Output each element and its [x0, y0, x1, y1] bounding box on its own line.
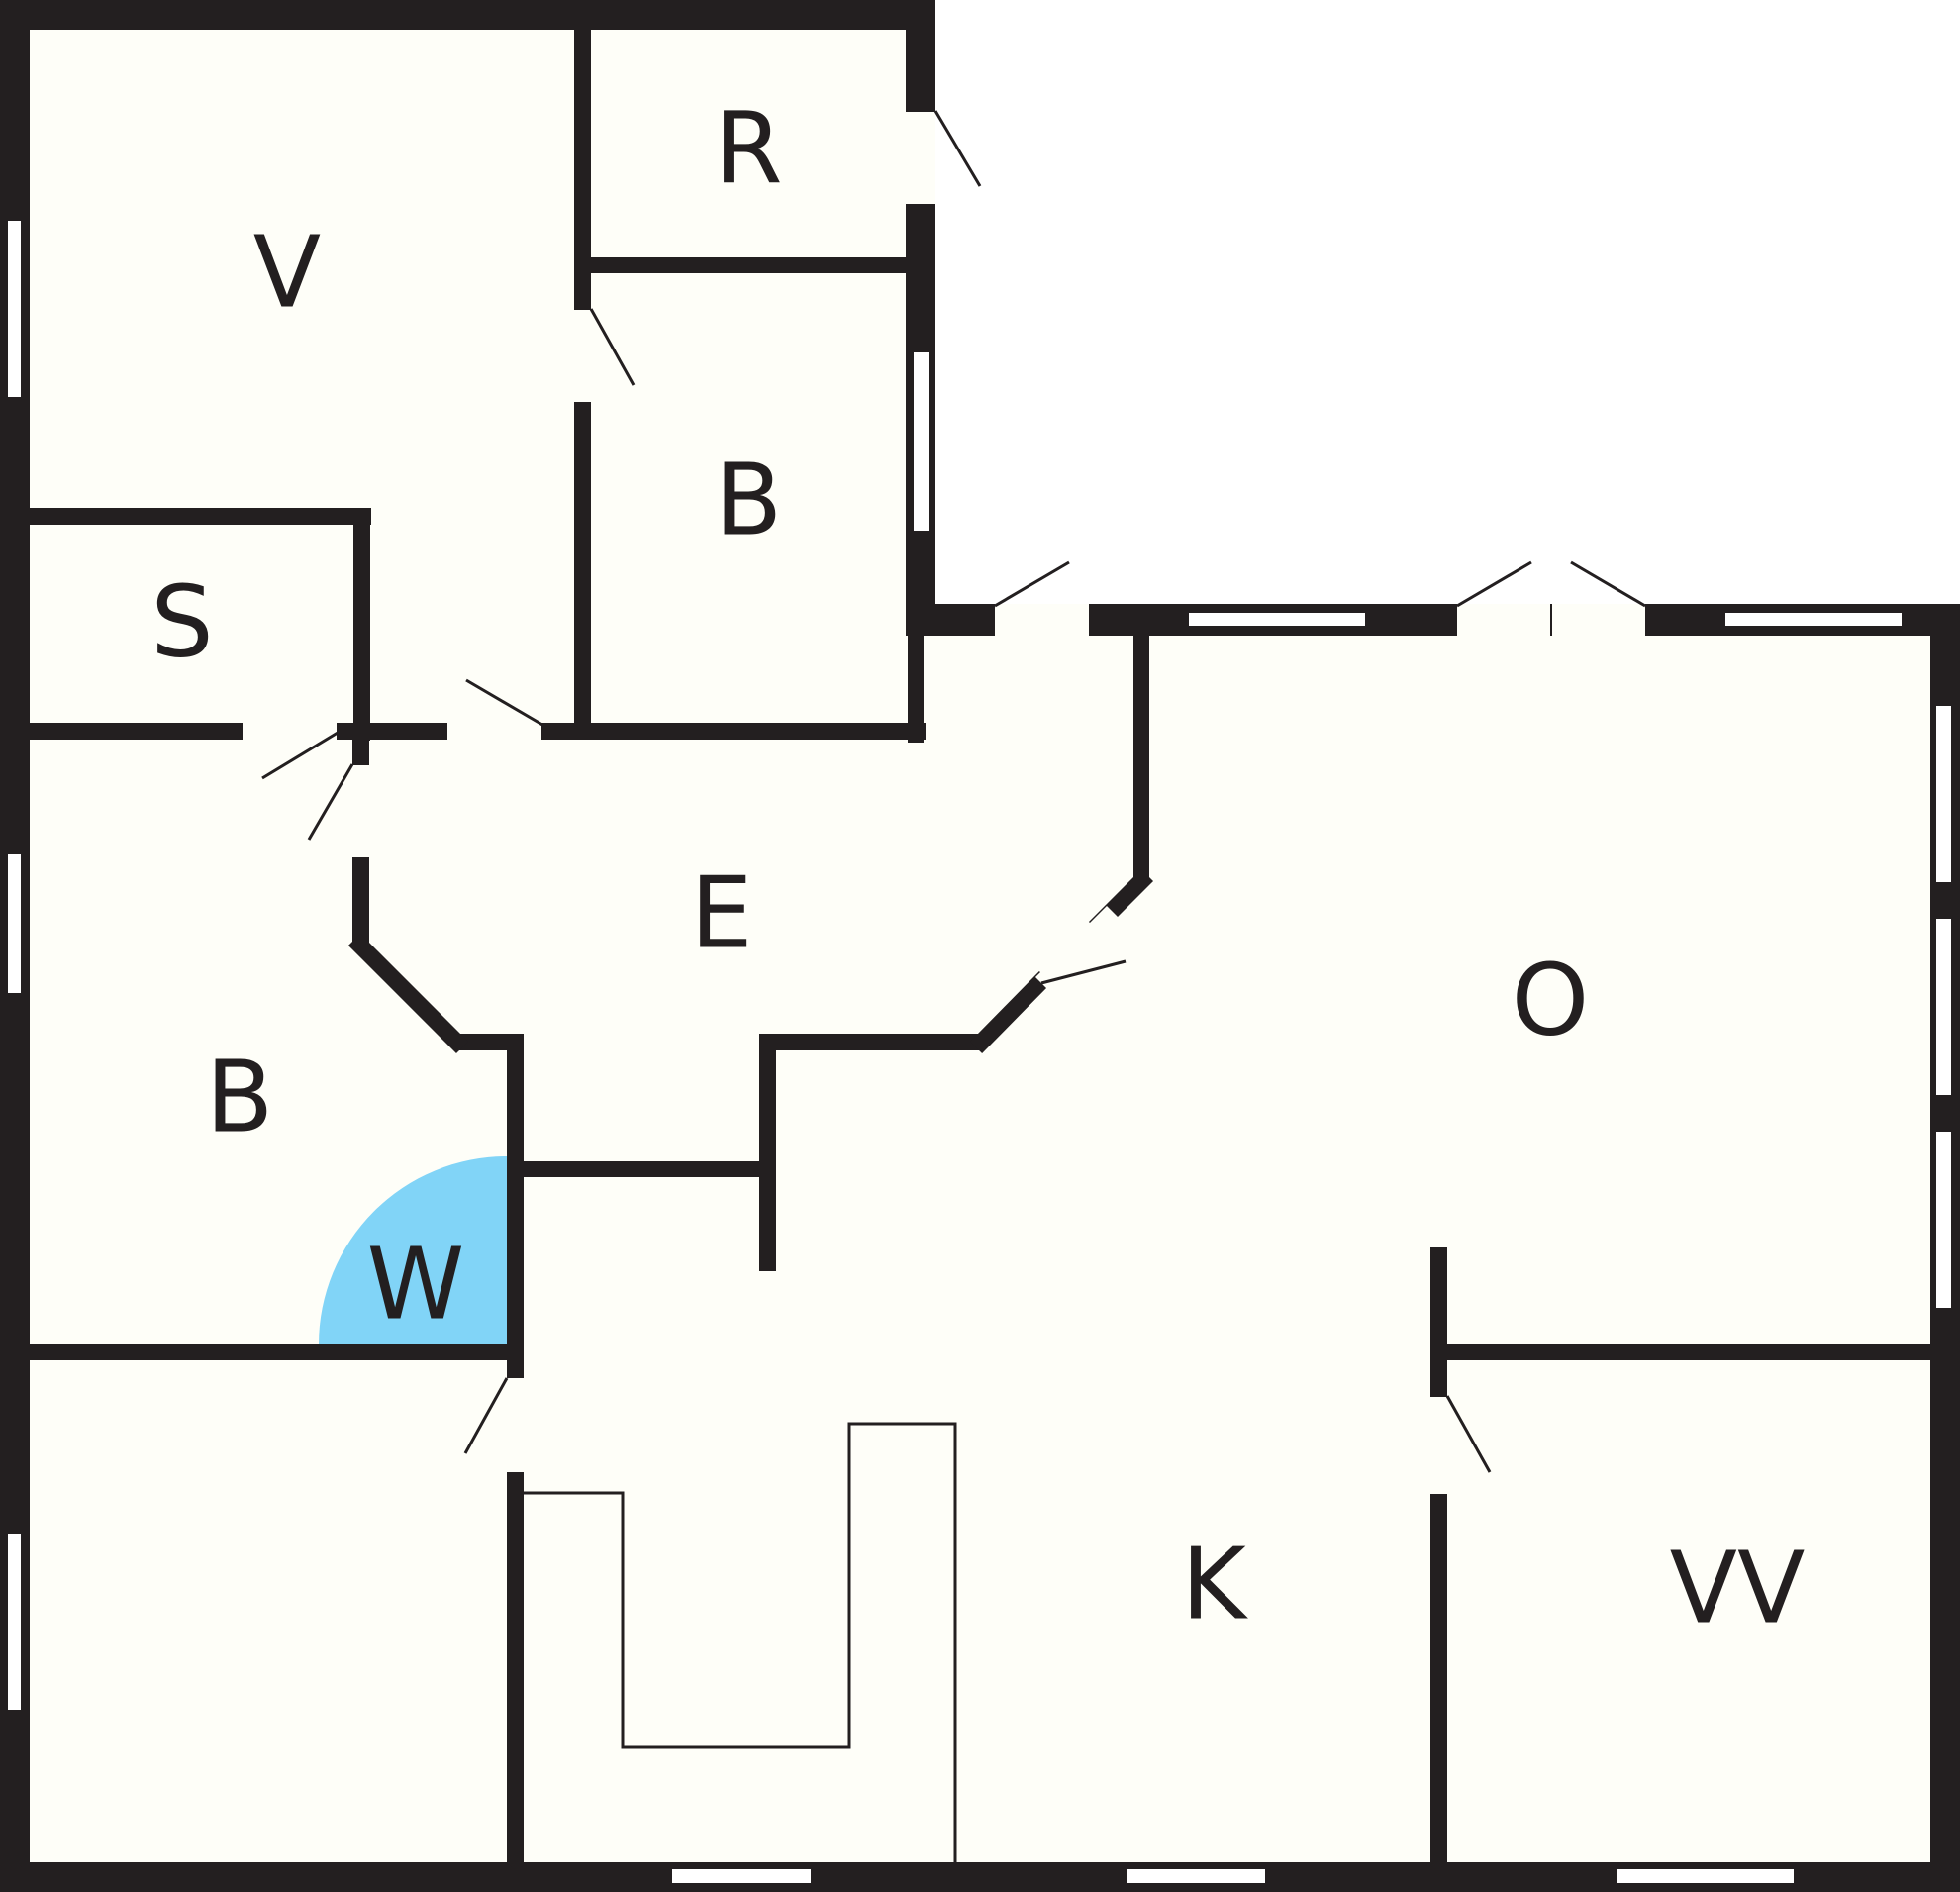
windows [6, 219, 1953, 1885]
room-label-r: R [714, 91, 782, 207]
room-label-b-upper: B [715, 443, 783, 558]
room-label-w: W [367, 1227, 465, 1343]
washer-area [319, 1156, 507, 1344]
counter-outline [524, 1422, 957, 1862]
room-label-e: E [690, 855, 752, 971]
room-label-k: K [1181, 1527, 1248, 1643]
room-label-vv: VV [1670, 1531, 1806, 1646]
door-frames [241, 110, 1552, 1496]
room-label-b-lower: B [206, 1040, 274, 1155]
room-label-v: V [253, 215, 321, 331]
door-leaves [261, 110, 1646, 1473]
room-label-o: O [1512, 943, 1590, 1058]
room-label-s: S [150, 564, 213, 680]
